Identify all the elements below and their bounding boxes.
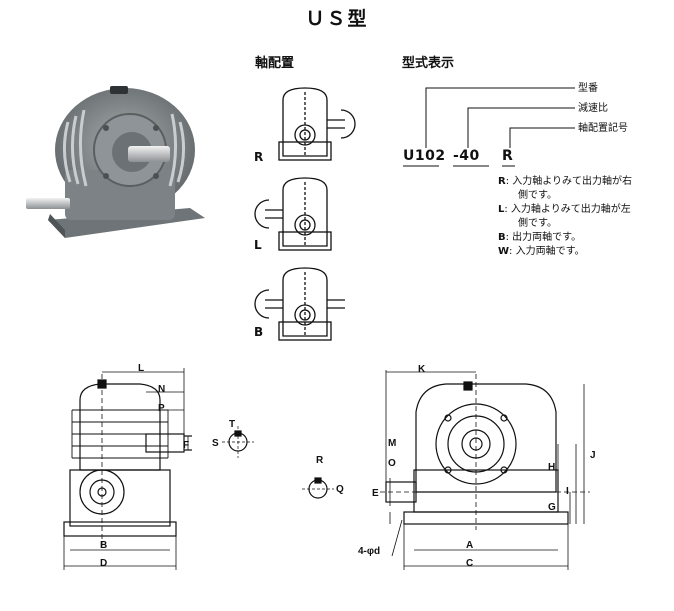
key-detail — [302, 477, 334, 499]
dim-k: K — [418, 364, 426, 375]
dim-a: A — [466, 540, 474, 551]
dim-o: O — [388, 458, 396, 469]
model-code-leaders — [425, 87, 575, 148]
code-descriptions: R: 入力軸よりみて出力軸が右 側です。 L: 入力軸よりみて出力軸が左 側です… — [498, 175, 668, 259]
side-view-drawing — [63, 368, 192, 570]
legend-model-number: 型番 — [578, 83, 598, 94]
page-title: ＵＳ型 — [305, 8, 369, 30]
arrangement-figures — [254, 87, 356, 341]
dim-d: D — [100, 558, 108, 569]
dim-h: H — [548, 462, 556, 473]
arrangement-label-r: R — [254, 150, 264, 164]
gear-reducer-photo — [26, 86, 205, 238]
dim-c: C — [466, 558, 474, 569]
dim-g: G — [548, 502, 556, 513]
arrangement-label-b: B — [254, 325, 264, 339]
dim-q: Q — [336, 484, 344, 495]
front-view-drawing — [380, 370, 590, 570]
legend-ratio: 減速比 — [578, 103, 608, 114]
desc-l-cont: 側です。 — [518, 218, 557, 229]
code-underline — [403, 165, 515, 167]
desc-b: B: 出力両軸です。 — [498, 232, 582, 243]
model-code-heading: 型式表示 — [402, 56, 455, 71]
dim-b: B — [100, 540, 108, 551]
dim-m: M — [388, 438, 397, 449]
desc-r-cont: 側です。 — [518, 190, 557, 201]
dim-n: N — [158, 384, 166, 395]
desc-l: L: 入力軸よりみて出力軸が左 — [498, 204, 631, 215]
arrangement-heading: 軸配置 — [255, 56, 295, 71]
dim-e: E — [372, 488, 379, 499]
code-arrangement: R — [502, 148, 514, 164]
dim-r: R — [316, 455, 324, 466]
code-ratio: -40 — [453, 148, 480, 164]
dim-f: F — [183, 440, 190, 451]
shaft-detail — [222, 426, 254, 458]
desc-r: R: 入力軸よりみて出力軸が右 — [498, 176, 633, 187]
dim-l: L — [138, 363, 145, 374]
arrangement-label-l: L — [254, 238, 262, 252]
dim-i: I — [566, 486, 569, 497]
dim-t: T — [229, 419, 236, 430]
bolt-note: 4-φd — [358, 546, 381, 557]
legend-arrangement-symbol: 軸配置記号 — [578, 123, 628, 134]
code-model: U102 — [403, 148, 446, 164]
dim-s: S — [212, 438, 219, 449]
dim-j: J — [590, 450, 596, 461]
desc-w: W: 入力両軸です。 — [498, 246, 585, 257]
dim-p: P — [158, 403, 165, 414]
